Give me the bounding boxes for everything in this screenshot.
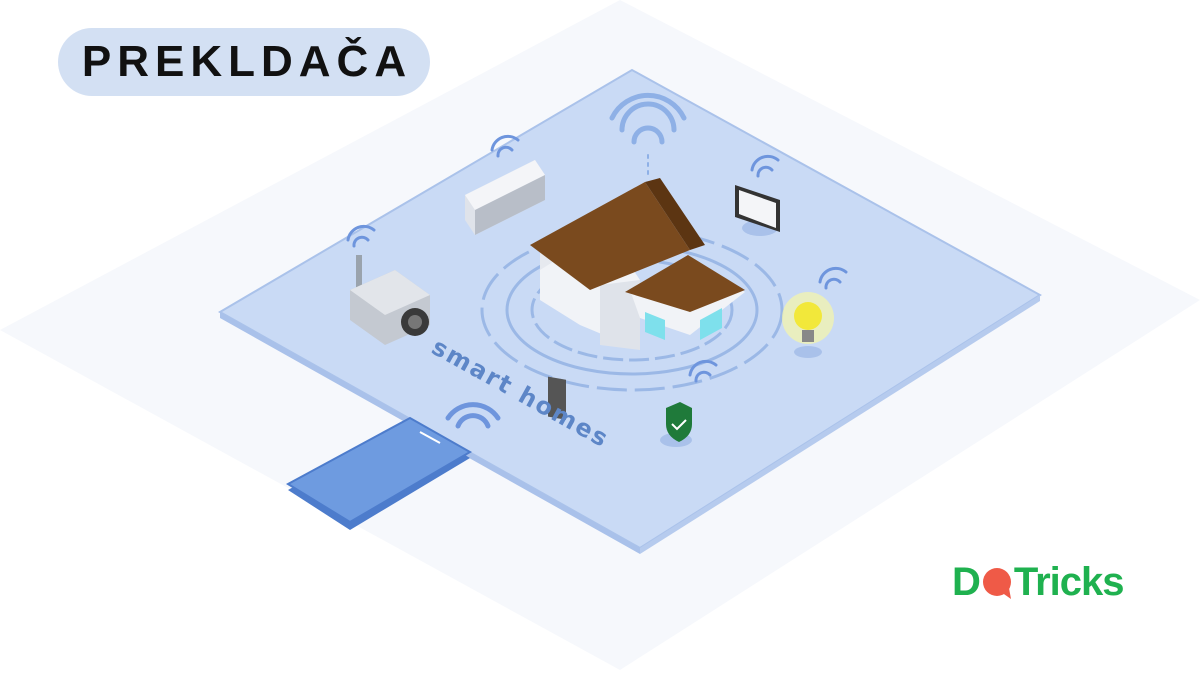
- speech-bubble-icon: [982, 567, 1011, 599]
- security-shield-icon: [660, 402, 692, 447]
- page-title: PREKLDAČA: [81, 37, 413, 86]
- house-icon: [530, 178, 745, 420]
- wifi-icon: [609, 93, 687, 176]
- logo-text-start: D: [952, 560, 981, 604]
- device-wifi-icons: [346, 134, 848, 429]
- light-bulb-icon: [782, 292, 834, 358]
- logo-text-end: Tricks: [1013, 560, 1125, 604]
- dotricks-logo[interactable]: D Tricks: [952, 560, 1125, 605]
- title-badge: PREKLDAČA: [58, 28, 430, 96]
- tv-icon: [735, 185, 780, 236]
- security-camera-icon: [350, 255, 430, 345]
- smartphone-icon: [285, 416, 473, 530]
- air-conditioner-icon: [465, 160, 545, 235]
